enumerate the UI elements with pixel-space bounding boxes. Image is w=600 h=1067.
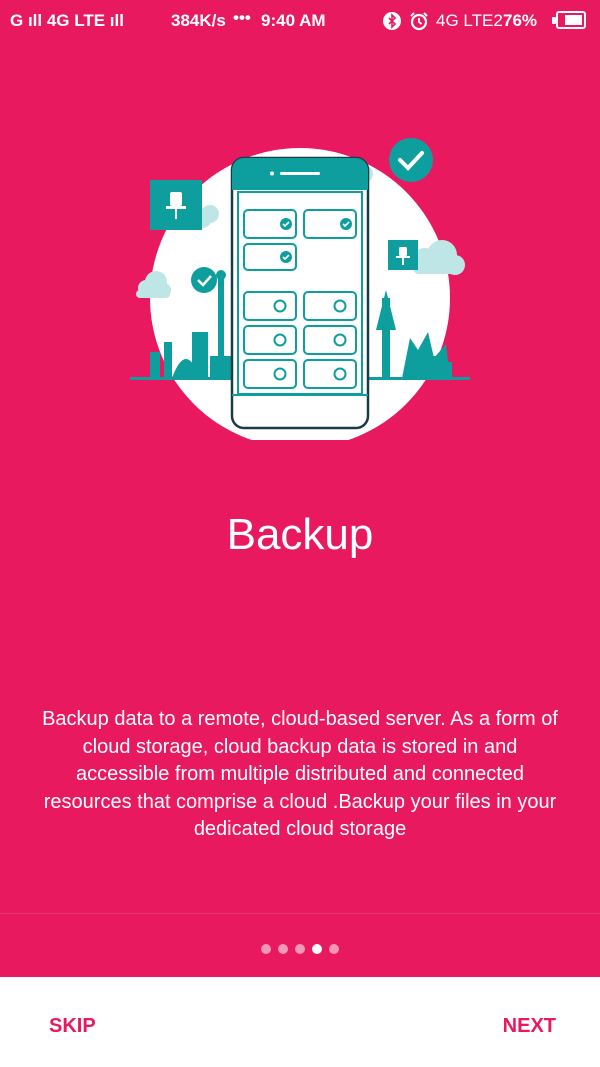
divider: [0, 913, 600, 914]
battery-percent: 76%: [503, 11, 538, 30]
slide-description: Backup data to a remote, cloud-based ser…: [42, 708, 558, 840]
skip-button[interactable]: SKIP: [49, 1015, 96, 1037]
page-dot: [329, 944, 339, 954]
network-speed: 384K/s: [171, 11, 226, 30]
clock: 9:40 AM: [261, 11, 326, 30]
next-button[interactable]: NEXT: [502, 1015, 556, 1037]
bluetooth-icon: [382, 11, 402, 36]
slide-title: Backup: [226, 510, 374, 559]
signal-status: G ıll 4G LTE ıll: [10, 11, 124, 30]
page-indicator: [0, 944, 600, 956]
page-dot: [295, 944, 305, 954]
battery-icon: [552, 11, 586, 29]
page-dot: [261, 944, 271, 954]
more-notifications-icon: •••: [233, 8, 251, 27]
battery-level: [565, 15, 582, 25]
page-dot: [312, 944, 322, 954]
status-bar: G ıll 4G LTE ıll 384K/s ••• 9:40 AM 4G L…: [0, 0, 600, 42]
phone-with-cloud-files-illustration: [130, 138, 470, 440]
page-dot: [278, 944, 288, 954]
network-2-status: 4G LTE2: [436, 11, 503, 30]
bottom-navigation-bar: SKIP NEXT: [0, 977, 600, 1067]
alarm-icon: [409, 11, 429, 36]
